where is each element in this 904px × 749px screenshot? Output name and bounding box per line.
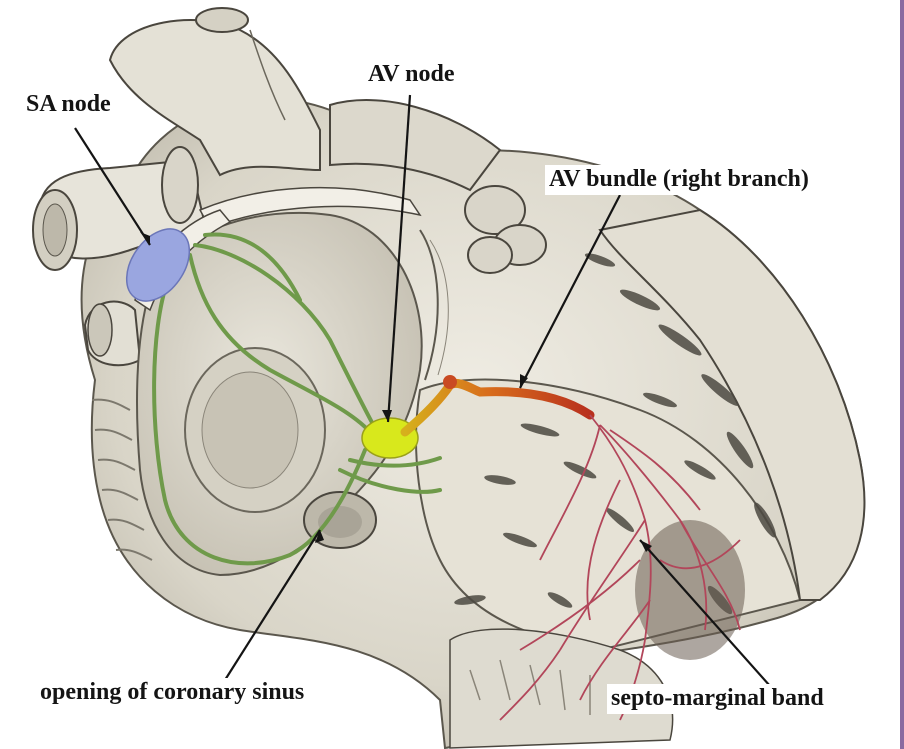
label-coronary-sinus: opening of coronary sinus <box>36 678 308 708</box>
label-septo-marginal-band: septo-marginal band <box>607 684 828 714</box>
label-av-bundle: AV bundle (right branch) <box>545 165 813 195</box>
right-edge-border <box>900 0 904 749</box>
label-av-node: AV node <box>364 60 458 90</box>
label-sa-node: SA node <box>22 90 115 120</box>
aorta-top-opening <box>196 8 248 32</box>
aorta <box>110 20 320 175</box>
